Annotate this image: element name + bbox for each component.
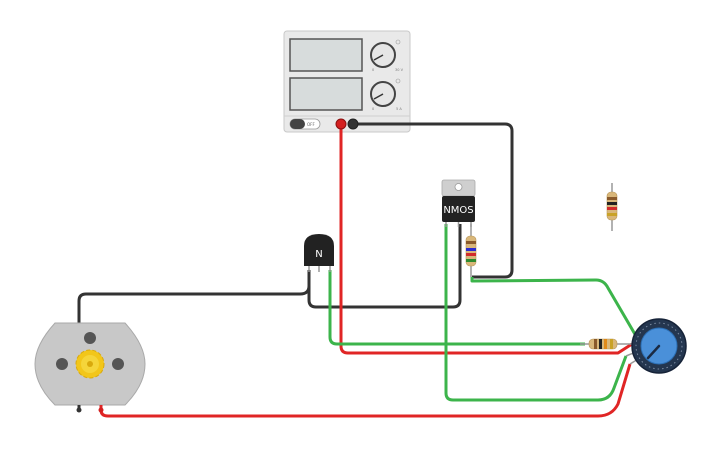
signal-wire[interactable] bbox=[328, 270, 585, 346]
signal-wire[interactable] bbox=[444, 224, 628, 402]
potentiometer[interactable] bbox=[625, 318, 687, 374]
negative-terminal[interactable] bbox=[347, 118, 359, 130]
signal-wire[interactable] bbox=[470, 277, 638, 337]
dc-motor[interactable] bbox=[34, 322, 146, 413]
npn-transistor[interactable]: N bbox=[304, 234, 334, 272]
ground-wire[interactable] bbox=[307, 224, 462, 309]
power-supply[interactable]: 0 30 V 0 5 A OFF bbox=[283, 30, 411, 133]
voltage-display bbox=[289, 38, 363, 72]
ground-wire[interactable] bbox=[77, 285, 311, 323]
current-knob-min-mark: 0 bbox=[372, 107, 374, 111]
power-toggle-label: OFF bbox=[307, 122, 315, 127]
current-knob-max-mark: 5 A bbox=[396, 107, 402, 111]
voltage-knob-max-mark: 30 V bbox=[395, 68, 404, 72]
wires bbox=[77, 122, 638, 418]
motor-gear-icon bbox=[75, 349, 105, 379]
positive-wire[interactable] bbox=[339, 124, 633, 355]
indicator-icon bbox=[395, 39, 401, 45]
mosfet-label: NMOS bbox=[443, 205, 473, 216]
ground-wire[interactable] bbox=[353, 122, 514, 279]
voltage-knob-min-mark: 0 bbox=[372, 68, 374, 72]
positive-wire[interactable] bbox=[99, 363, 632, 418]
current-display bbox=[289, 77, 363, 111]
motor-negative-terminal[interactable] bbox=[76, 407, 82, 413]
positive-terminal[interactable] bbox=[335, 118, 347, 130]
transistor-label: N bbox=[315, 249, 322, 260]
resistor-gate[interactable] bbox=[465, 224, 477, 277]
motor-positive-terminal[interactable] bbox=[98, 407, 104, 413]
nmos-mosfet[interactable]: NMOS bbox=[441, 179, 476, 227]
indicator-icon bbox=[395, 78, 401, 84]
resistor-pot[interactable] bbox=[580, 338, 632, 350]
resistor-loose[interactable] bbox=[606, 183, 618, 231]
